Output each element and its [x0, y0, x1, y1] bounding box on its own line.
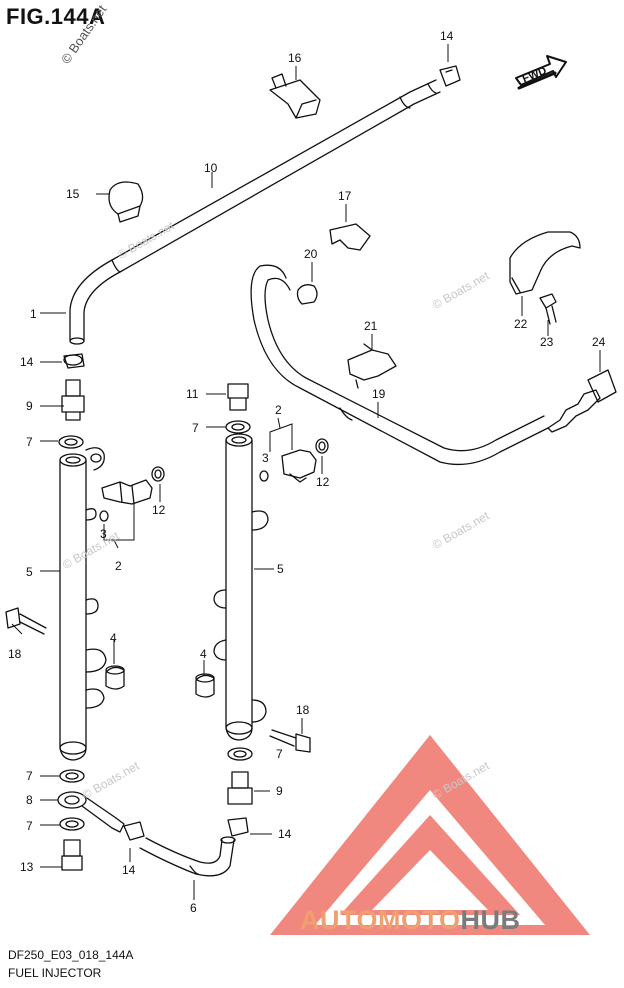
fuel-injector-right — [281, 449, 317, 483]
callout-24: 24 — [592, 335, 606, 349]
callout-16: 16 — [288, 51, 302, 65]
callout-19: 19 — [372, 387, 386, 401]
callout-7b: 7 — [192, 421, 199, 435]
callout-11: 11 — [186, 387, 199, 401]
brand-wordmark: AUTOMOTOHUB — [300, 905, 521, 936]
washer-7-lower-b — [59, 817, 85, 831]
callout-5b: 5 — [277, 562, 284, 576]
callout-12b: 12 — [316, 475, 330, 489]
figure-title: FIG.144A — [6, 4, 106, 29]
callout-7c: 7 — [26, 769, 33, 783]
callout-labels: 1 2 2 3 3 4 4 5 5 6 7 7 7 7 7 7 8 9 9 10… — [8, 29, 606, 915]
banjo-fitting-8 — [57, 791, 125, 833]
bolt-11 — [227, 383, 249, 411]
callout-4a: 4 — [110, 631, 117, 645]
callout-7a: 7 — [26, 435, 33, 449]
brand-part-auto: AUTO — [300, 905, 379, 935]
callout-13: 13 — [20, 860, 34, 874]
clamp-21 — [347, 343, 397, 389]
callout-15: 15 — [66, 187, 80, 201]
callout-7d: 7 — [26, 819, 33, 833]
washer-7-lower-a — [59, 769, 85, 783]
hose-clip-14-bottom-left — [123, 821, 145, 841]
callout-3a: 3 — [100, 527, 107, 541]
callout-9a: 9 — [26, 399, 33, 413]
bracket-22 — [509, 231, 581, 295]
callout-6: 6 — [190, 901, 197, 915]
grommet-left — [105, 665, 125, 690]
bolt-18-right — [269, 729, 311, 753]
callout-17: 17 — [338, 189, 352, 203]
hose-clip-14-left — [63, 353, 85, 369]
callout-8: 8 — [26, 793, 33, 807]
callout-2a: 2 — [115, 559, 122, 573]
callout-22: 22 — [514, 317, 528, 331]
fuel-hose-main — [69, 79, 441, 345]
callout-7e: 7 — [276, 747, 283, 761]
callout-14a: 14 — [440, 29, 454, 43]
callout-12a: 12 — [152, 503, 166, 517]
fuel-hose-19 — [250, 264, 617, 466]
callout-5a: 5 — [26, 565, 33, 579]
callout-3b: 3 — [262, 451, 269, 465]
callout-4b: 4 — [200, 647, 207, 661]
callout-10: 10 — [204, 161, 218, 175]
figure-code: DF250_E03_018_144A — [8, 948, 134, 962]
washer-7-right-top — [225, 420, 251, 434]
bolt-18-left — [5, 607, 47, 635]
washer-7-right-bottom — [227, 747, 253, 761]
clamp-16 — [269, 73, 321, 119]
clamp-15 — [108, 181, 144, 223]
callout-21: 21 — [364, 319, 378, 333]
fitting-9-right — [227, 771, 253, 805]
callout-2b: 2 — [275, 403, 282, 417]
fitting-9-left — [61, 379, 85, 421]
callout-23: 23 — [540, 335, 554, 349]
fuel-rail-right — [213, 433, 269, 741]
callout-1: 1 — [30, 307, 37, 321]
callout-14d: 14 — [278, 827, 292, 841]
callout-14b: 14 — [20, 355, 34, 369]
clamp-17 — [329, 223, 371, 251]
callout-20: 20 — [304, 247, 318, 261]
fuel-injector-left — [101, 479, 153, 505]
brand-logo-icon — [270, 735, 590, 935]
callout-18a: 18 — [8, 647, 22, 661]
bolt-13 — [61, 839, 83, 871]
callout-9b: 9 — [276, 784, 283, 798]
callout-14c: 14 — [122, 863, 136, 877]
clip-20 — [296, 284, 318, 305]
o-ring-12-right — [315, 438, 329, 454]
hose-clip-14 — [439, 65, 461, 87]
figure-caption: FUEL INJECTOR — [8, 966, 102, 980]
hose-clip-14-bottom-right — [227, 817, 249, 837]
o-ring-12-left — [151, 466, 165, 482]
fuel-hose-6 — [139, 836, 236, 877]
bolt-23 — [539, 293, 557, 325]
brand-part-moto: MOTO — [378, 905, 461, 935]
washer-7-left-top — [58, 435, 84, 449]
brand-part-hub: HUB — [460, 905, 521, 935]
grommet-right — [195, 673, 215, 698]
callout-18b: 18 — [296, 703, 310, 717]
fuel-rail-left — [59, 447, 107, 761]
fwd-arrow-icon — [515, 55, 567, 90]
